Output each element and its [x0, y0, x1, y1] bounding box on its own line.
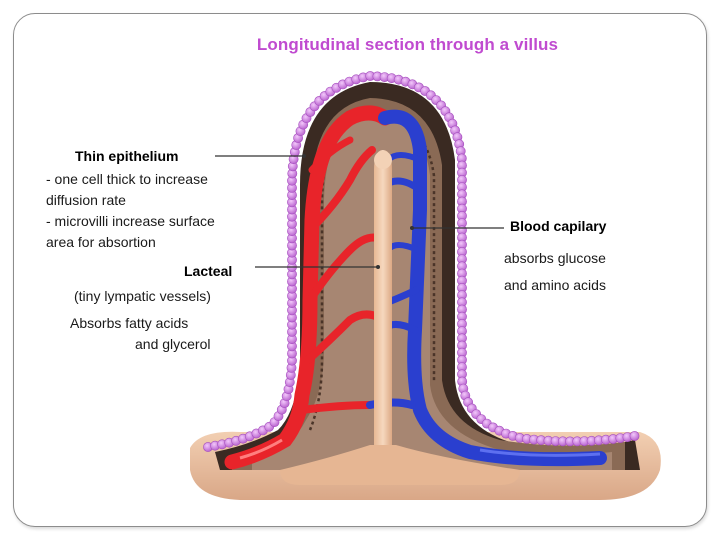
- lacteal-vessel: [374, 150, 392, 470]
- lacteal-heading: Lacteal: [184, 263, 233, 279]
- microvilli: [203, 71, 640, 452]
- epithelium-line-3: - microvilli increase surface: [46, 213, 215, 229]
- diagram-title: Longitudinal section through a villus: [256, 35, 559, 54]
- capillary-line-2: and amino acids: [504, 277, 606, 293]
- epithelium-line-1: - one cell thick to increase: [46, 171, 208, 187]
- capillary-heading: Blood capilary: [510, 218, 607, 234]
- lacteal-line-1: (tiny lympatic vessels): [74, 288, 211, 304]
- capillary-label: Blood capilary: [510, 216, 606, 237]
- artery: [224, 105, 393, 470]
- epithelium-line-4: area for absortion: [46, 234, 156, 250]
- lacteal-line-3: and glycerol: [135, 336, 211, 352]
- epithelium-heading: Thin epithelium: [75, 148, 179, 164]
- epithelium-label: Thin epithelium: [75, 146, 178, 167]
- lacteal-line-2: Absorbs fatty acids: [70, 315, 189, 331]
- epithelium-description: - one cell thick to increase diffusion r…: [46, 169, 215, 253]
- lacteal-base: [280, 445, 520, 485]
- lacteal-label: Lacteal: [184, 261, 232, 282]
- capillary-line-1: absorbs glucose: [504, 250, 606, 266]
- epithelium-line-2: diffusion rate: [46, 192, 126, 208]
- microvillus-bead: [629, 431, 640, 441]
